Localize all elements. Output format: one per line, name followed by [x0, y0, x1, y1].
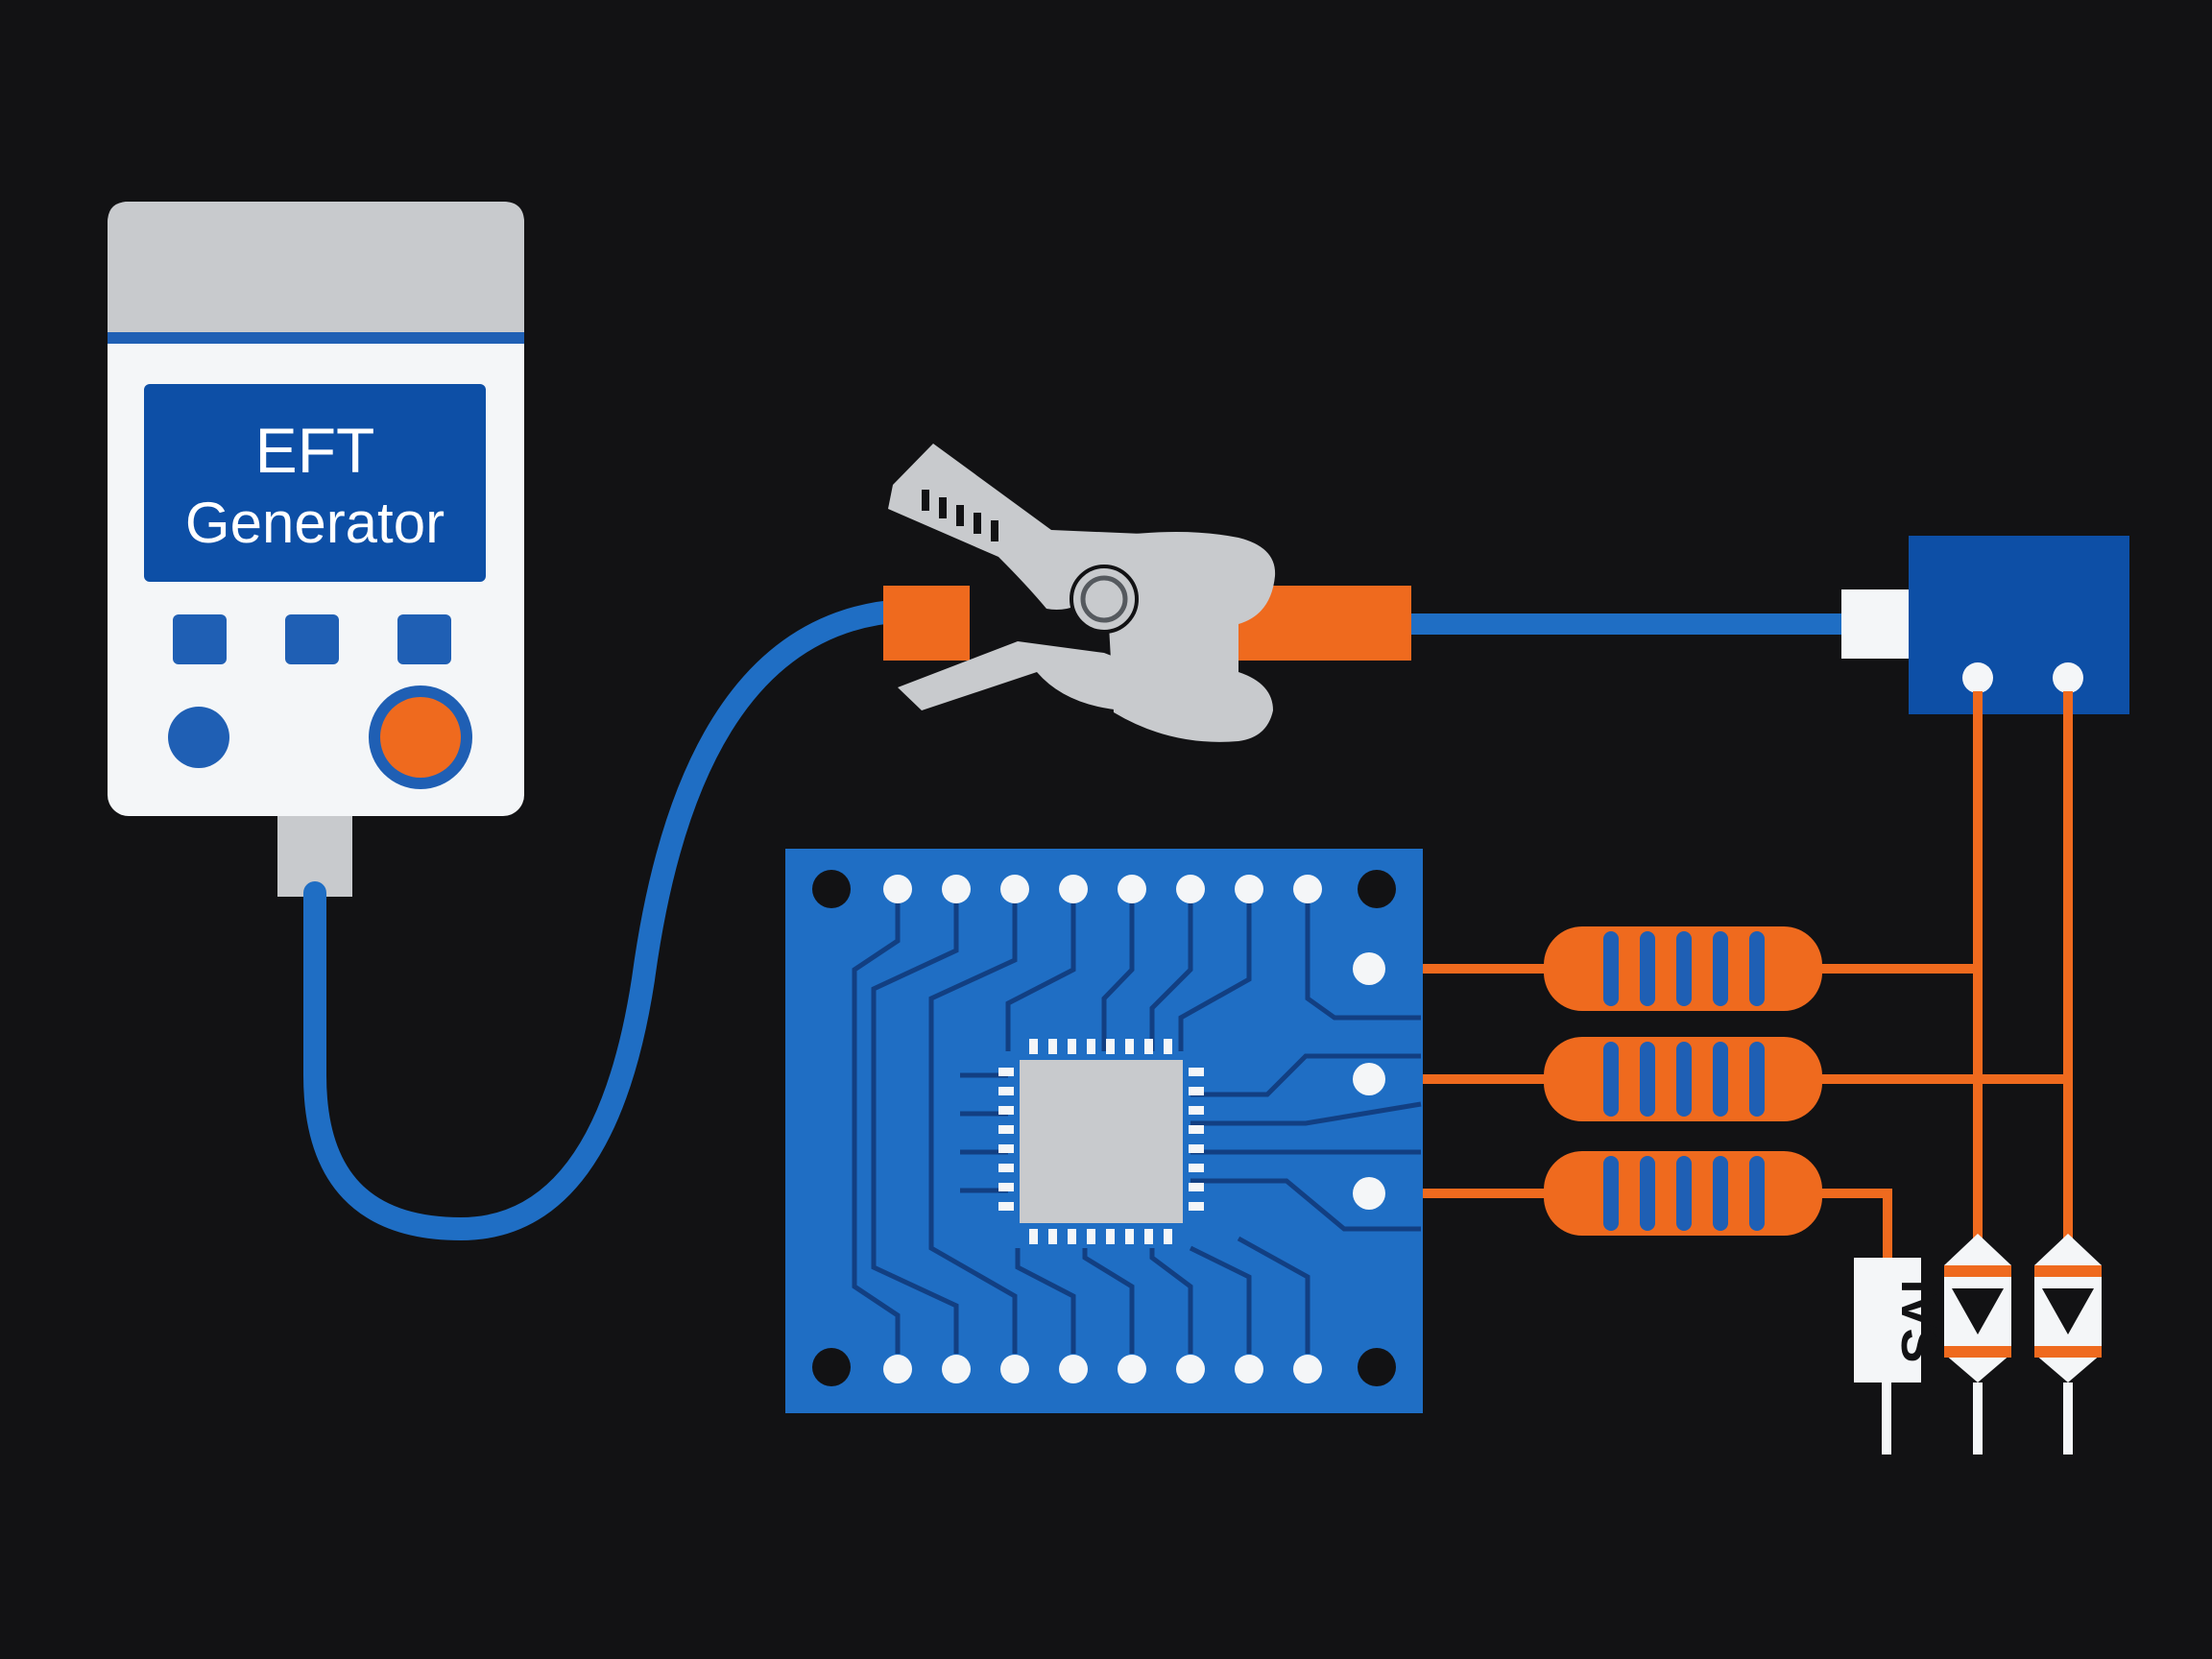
pcb-bottom-pads — [883, 1355, 1322, 1383]
generator-key-1[interactable] — [173, 614, 227, 664]
generator-key-3[interactable] — [397, 614, 451, 664]
generator-knob-orange-center — [380, 697, 461, 778]
pcb-board — [785, 849, 1423, 1413]
generator-knob-blue[interactable] — [168, 707, 229, 768]
generator-title-line1: EFT — [255, 415, 375, 486]
coupler-box — [1909, 536, 2129, 714]
coupler-input-connector — [1841, 589, 1909, 659]
generator-cable — [303, 599, 933, 1241]
resistor-2 — [1544, 1037, 1822, 1121]
ic-body — [1020, 1060, 1183, 1223]
generator-stripe — [108, 332, 524, 344]
generator-top-panel — [108, 202, 524, 332]
generator-title-line2: Generator — [185, 491, 445, 555]
clamp-sleeve-left — [883, 586, 970, 661]
coupling-clamp — [883, 444, 1411, 742]
resistor-3 — [1544, 1151, 1822, 1236]
eft-generator: EFT Generator — [108, 202, 524, 897]
pcb-traces — [852, 902, 1422, 1354]
diode-2 — [2034, 1234, 2102, 1455]
pcb-mount-holes — [812, 870, 1396, 1386]
clamp-pivot-center — [1080, 575, 1128, 623]
ic-pins — [998, 1039, 1204, 1244]
resistor-1 — [1544, 926, 1822, 1011]
tvs-label: IVS — [1890, 1279, 1948, 1362]
generator-key-2[interactable] — [285, 614, 339, 664]
coupler-terminal-2 — [2053, 662, 2083, 693]
clamp-teeth — [922, 490, 998, 541]
diode-1 — [1944, 1234, 2011, 1455]
coupling-network — [1841, 536, 2129, 714]
ic-chip — [998, 1039, 1204, 1244]
pcb-edge-pads — [1353, 952, 1385, 1210]
pcb-top-pads — [883, 875, 1322, 903]
clamp-handle — [1104, 532, 1276, 742]
coupler-terminal-1 — [1962, 662, 1993, 693]
generator-display — [144, 384, 486, 582]
tvs-diode: IVS — [1854, 1258, 1948, 1455]
